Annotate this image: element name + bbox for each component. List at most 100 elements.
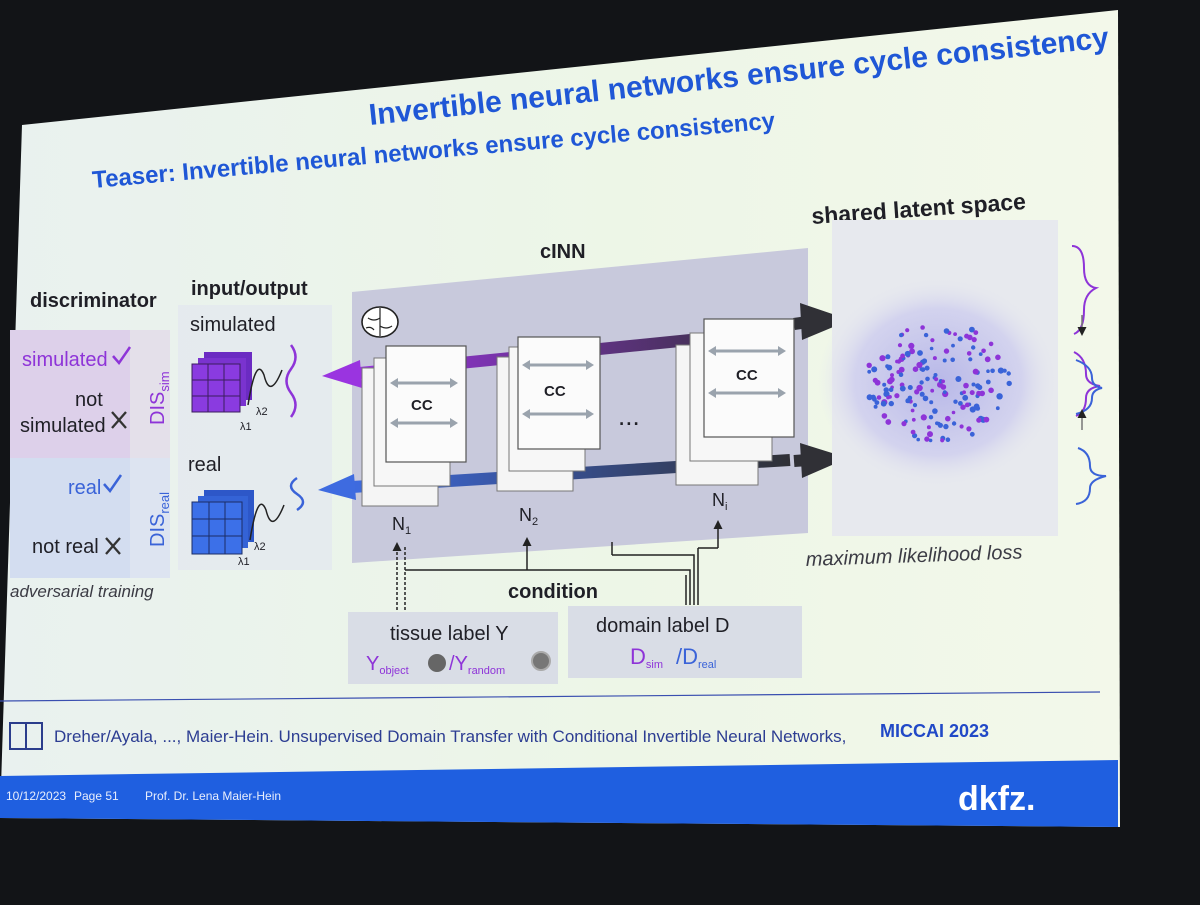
latent-point: [930, 389, 934, 393]
latent-point: [889, 387, 894, 392]
d-text: D: [630, 644, 646, 669]
latent-point: [941, 384, 947, 390]
latent-point: [986, 380, 991, 385]
latent-point: [944, 348, 949, 353]
latent-point: [968, 357, 972, 361]
latent-point: [911, 430, 916, 435]
latent-point: [962, 395, 968, 401]
dkfz-logo: dkfz.: [958, 780, 1035, 818]
latent-point: [882, 383, 886, 387]
dis-real-false: not real: [32, 536, 99, 558]
latent-point: [877, 395, 882, 400]
latent-point: [962, 390, 966, 394]
latent-point: [960, 424, 964, 428]
latent-point: [881, 401, 887, 407]
latent-point: [898, 343, 902, 347]
footer-date: 10/12/2023: [6, 789, 66, 803]
latent-point: [925, 366, 930, 371]
latent-point: [940, 438, 944, 442]
lambda2-sim: λ2: [256, 406, 268, 418]
latent-point: [979, 352, 983, 356]
dis-sim-text: DIS: [147, 392, 169, 425]
latent-point: [972, 383, 976, 387]
latent-point: [986, 369, 990, 373]
latent-point: [912, 418, 916, 422]
latent-point: [990, 369, 995, 374]
dis-real-text: DIS: [147, 514, 169, 547]
latent-point: [981, 349, 986, 354]
latent-point: [889, 401, 894, 406]
latent-point: [905, 351, 911, 357]
simulated-image-cube: [192, 352, 252, 412]
latent-point: [995, 355, 1001, 361]
latent-point: [927, 431, 933, 437]
latent-point: [884, 387, 889, 392]
latent-point: [882, 413, 888, 419]
tissue-label-text: tissue label Y: [390, 623, 509, 645]
latent-point: [953, 332, 957, 336]
cc-label: CC: [544, 383, 566, 400]
latent-point: [905, 328, 909, 332]
latent-point: [916, 362, 922, 368]
dis-sim-sub: sim: [157, 371, 172, 391]
latent-point: [924, 436, 929, 441]
dis-real-true: real: [68, 477, 101, 499]
latent-point: [996, 406, 1000, 410]
latent-point: [923, 396, 929, 402]
latent-point: [988, 388, 994, 394]
lambda1-sim: λ1: [240, 421, 252, 433]
latent-point: [929, 415, 933, 419]
cinn-heading: cINN: [540, 241, 586, 263]
ellipsis: ...: [618, 401, 640, 431]
latent-point: [945, 416, 951, 422]
latent-point: [919, 380, 923, 384]
lambda1-real: λ1: [238, 556, 250, 568]
condition-heading: condition: [508, 581, 598, 603]
latent-point: [899, 333, 903, 337]
latent-point: [899, 367, 905, 373]
latent-point: [937, 422, 941, 426]
latent-point: [932, 408, 938, 414]
y-text: Y: [455, 653, 468, 675]
latent-point: [941, 380, 945, 384]
latent-arrow-bottom-shaft: [794, 460, 808, 461]
latent-point: [889, 377, 895, 383]
latent-point: [908, 385, 913, 390]
latent-point: [967, 351, 972, 356]
random-mask-icon: [532, 652, 550, 670]
latent-point: [985, 356, 991, 362]
latent-point: [924, 333, 928, 337]
latent-point: [916, 438, 920, 442]
object-mask-icon: [428, 654, 446, 672]
latent-point: [943, 424, 948, 429]
latent-point: [920, 325, 925, 330]
latent-point: [970, 390, 975, 395]
dis-sim-true: simulated: [22, 349, 108, 371]
latent-point: [895, 360, 899, 364]
latent-point: [886, 396, 890, 400]
latent-arrow-top-shaft: [794, 322, 808, 324]
y-object-sub: object: [379, 665, 408, 677]
latent-point: [871, 366, 877, 372]
latent-point: [973, 330, 978, 335]
ni-sub: i: [725, 501, 727, 513]
latent-point: [974, 404, 980, 410]
dis-real-sub: real: [157, 492, 172, 514]
latent-point: [886, 365, 892, 371]
latent-point: [930, 338, 934, 342]
latent-point: [913, 403, 917, 407]
ni-text: N: [712, 490, 725, 510]
latent-point: [867, 370, 871, 374]
latent-point: [934, 377, 938, 381]
latent-distribution: [818, 277, 1058, 487]
latent-point: [958, 336, 963, 341]
footer-author: Prof. Dr. Lena Maier-Hein: [145, 789, 281, 803]
latent-point: [873, 378, 878, 383]
latent-point: [971, 345, 975, 349]
d-real-sub: real: [698, 659, 716, 671]
latent-point: [952, 421, 956, 425]
latent-point: [921, 414, 927, 420]
y-random-sub: random: [468, 665, 505, 677]
latent-point: [933, 356, 937, 360]
latent-point: [952, 411, 956, 415]
